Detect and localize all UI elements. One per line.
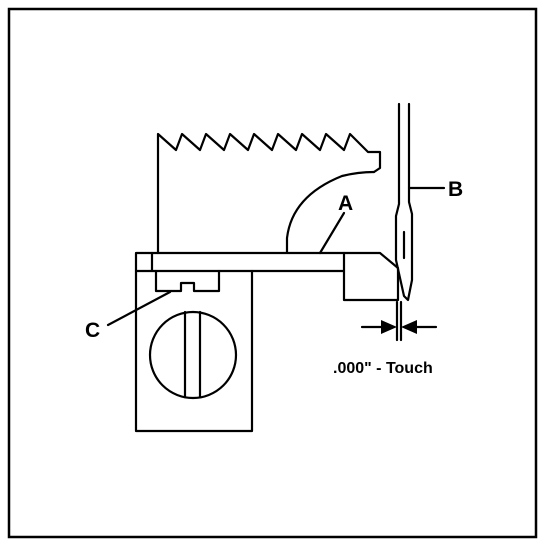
clearance-label: .000" - Touch (333, 360, 433, 377)
label-b: B (448, 178, 463, 201)
screw-head (148, 310, 238, 400)
clamp-notch (154, 269, 221, 293)
curved-support (285, 170, 376, 254)
label-a: A (338, 192, 353, 215)
leader-c (106, 290, 172, 327)
figure-border (7, 7, 538, 539)
label-c: C (85, 319, 100, 342)
serrated-feed-dog (156, 132, 382, 255)
mounting-block (134, 269, 254, 433)
leader-a (318, 211, 346, 255)
dimension-arrow-right (401, 320, 417, 334)
dimension-arrow-left (381, 320, 397, 334)
guard-arm (134, 251, 400, 302)
needle (394, 102, 414, 302)
